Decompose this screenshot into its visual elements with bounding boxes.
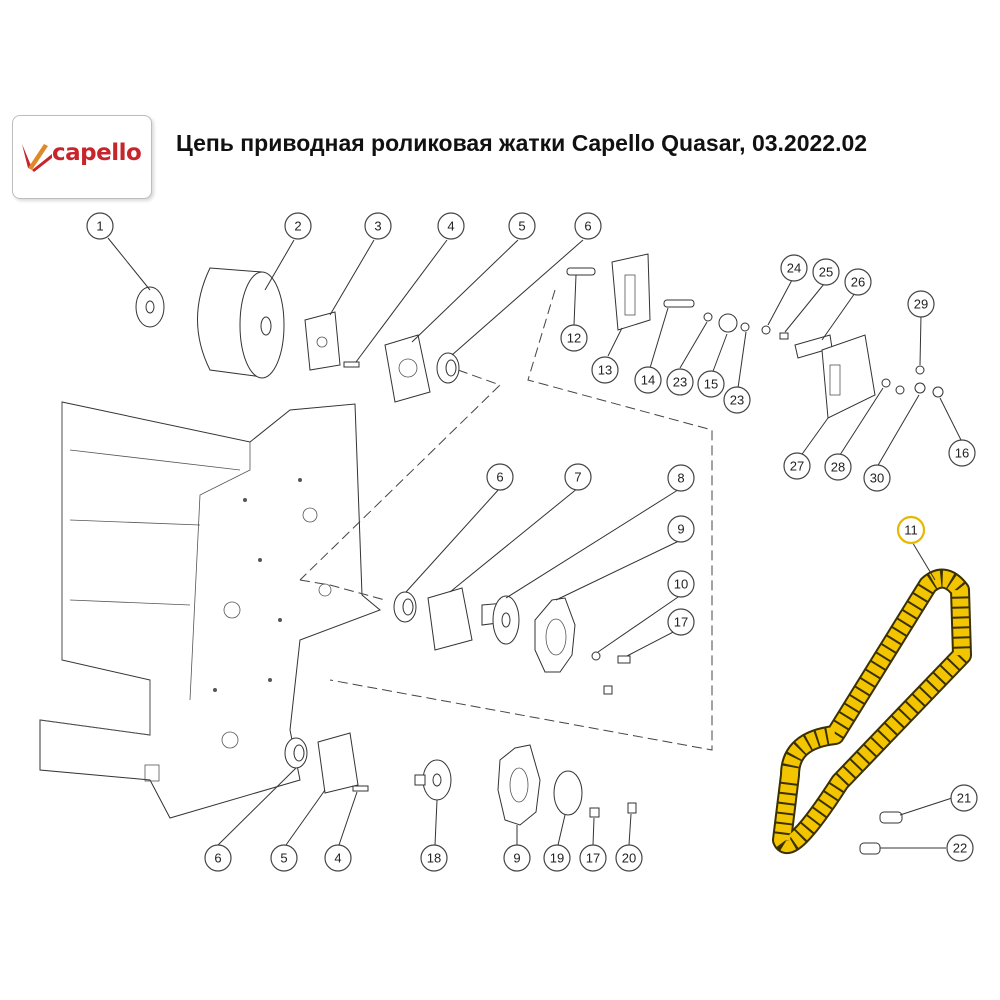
callout-6: 6 bbox=[204, 844, 232, 872]
svg-text:25: 25 bbox=[819, 265, 833, 280]
callout-9: 9 bbox=[503, 844, 531, 872]
callout-26: 26 bbox=[844, 268, 872, 296]
callout-8: 8 bbox=[667, 464, 695, 492]
part-3-bracket bbox=[304, 311, 341, 371]
callout-1: 1 bbox=[86, 212, 114, 240]
callouts: 1 2 3 4 5 6 12 13 14 23 15 23 24 25 26 2… bbox=[86, 212, 978, 872]
svg-text:11: 11 bbox=[904, 523, 918, 538]
callout-2: 2 bbox=[284, 212, 312, 240]
svg-text:10: 10 bbox=[674, 577, 688, 592]
svg-text:6: 6 bbox=[496, 470, 503, 485]
logo-text: capello bbox=[52, 140, 142, 166]
svg-text:6: 6 bbox=[214, 851, 221, 866]
callout-7: 7 bbox=[564, 463, 592, 491]
page-title: Цепь приводная роликовая жатки Capello Q… bbox=[176, 130, 868, 156]
svg-text:14: 14 bbox=[641, 373, 655, 388]
callout-23: 23 bbox=[723, 386, 751, 414]
shaft-group bbox=[393, 587, 631, 695]
callout-5: 5 bbox=[270, 844, 298, 872]
part-6-bearing bbox=[436, 352, 460, 384]
callout-17: 17 bbox=[667, 608, 695, 636]
svg-text:23: 23 bbox=[730, 393, 744, 408]
svg-text:9: 9 bbox=[513, 851, 520, 866]
svg-text:4: 4 bbox=[447, 219, 454, 234]
callout-20: 20 bbox=[615, 844, 643, 872]
callout-23: 23 bbox=[666, 368, 694, 396]
svg-text:17: 17 bbox=[586, 851, 600, 866]
callout-5: 5 bbox=[508, 212, 536, 240]
svg-text:15: 15 bbox=[704, 377, 718, 392]
callout-28: 28 bbox=[824, 453, 852, 481]
svg-text:6: 6 bbox=[584, 219, 591, 234]
svg-text:30: 30 bbox=[870, 471, 884, 486]
callout-16: 16 bbox=[948, 439, 976, 467]
callout-29: 29 bbox=[907, 290, 935, 318]
assembly-lines bbox=[299, 289, 713, 751]
logo-box bbox=[12, 115, 152, 199]
header-frame bbox=[39, 401, 381, 819]
callout-6: 6 bbox=[574, 212, 602, 240]
callout-17: 17 bbox=[579, 844, 607, 872]
part-5-flange bbox=[384, 334, 431, 403]
svg-text:17: 17 bbox=[674, 615, 688, 630]
callout-3: 3 bbox=[364, 212, 392, 240]
svg-text:2: 2 bbox=[294, 219, 301, 234]
svg-text:9: 9 bbox=[677, 522, 684, 537]
svg-text:4: 4 bbox=[334, 851, 341, 866]
callout-6: 6 bbox=[486, 463, 514, 491]
svg-text:3: 3 bbox=[374, 219, 381, 234]
svg-text:8: 8 bbox=[677, 471, 684, 486]
part-4-bolt bbox=[343, 361, 360, 368]
svg-text:23: 23 bbox=[673, 375, 687, 390]
callout-18: 18 bbox=[420, 844, 448, 872]
callout-22: 22 bbox=[946, 834, 974, 862]
svg-text:5: 5 bbox=[518, 219, 525, 234]
svg-text:24: 24 bbox=[787, 261, 801, 276]
svg-text:21: 21 bbox=[957, 791, 971, 806]
svg-text:16: 16 bbox=[955, 446, 969, 461]
svg-text:22: 22 bbox=[953, 841, 967, 856]
callout-14: 14 bbox=[634, 366, 662, 394]
svg-text:12: 12 bbox=[567, 331, 581, 346]
callout-9: 9 bbox=[667, 515, 695, 543]
callout-25: 25 bbox=[812, 258, 840, 286]
leader-lines bbox=[107, 237, 963, 849]
callout-11-highlighted: 11 bbox=[896, 515, 926, 545]
svg-text:26: 26 bbox=[851, 275, 865, 290]
callout-13: 13 bbox=[591, 356, 619, 384]
svg-text:1: 1 bbox=[96, 219, 103, 234]
callout-27: 27 bbox=[783, 452, 811, 480]
callout-15: 15 bbox=[697, 370, 725, 398]
lower-group bbox=[284, 732, 637, 826]
callout-21: 21 bbox=[950, 784, 978, 812]
callout-12: 12 bbox=[560, 324, 588, 352]
part-11-roller-chain bbox=[772, 568, 972, 854]
callout-19: 19 bbox=[543, 844, 571, 872]
svg-text:13: 13 bbox=[598, 363, 612, 378]
callout-4: 4 bbox=[437, 212, 465, 240]
tensioner-group bbox=[566, 253, 944, 419]
svg-text:28: 28 bbox=[831, 460, 845, 475]
capello-logo-mark bbox=[22, 144, 52, 172]
svg-text:19: 19 bbox=[550, 851, 564, 866]
part-22-offset-link bbox=[859, 842, 881, 855]
svg-text:20: 20 bbox=[622, 851, 636, 866]
callout-4: 4 bbox=[324, 844, 352, 872]
svg-text:29: 29 bbox=[914, 297, 928, 312]
part-2-drum bbox=[197, 267, 285, 379]
svg-text:7: 7 bbox=[574, 470, 581, 485]
callout-10: 10 bbox=[667, 570, 695, 598]
callout-30: 30 bbox=[863, 464, 891, 492]
part-1-disc bbox=[135, 286, 165, 328]
svg-text:5: 5 bbox=[280, 851, 287, 866]
callout-24: 24 bbox=[780, 254, 808, 282]
svg-text:18: 18 bbox=[427, 851, 441, 866]
svg-text:27: 27 bbox=[790, 459, 804, 474]
part-21-connector-link bbox=[879, 811, 903, 824]
